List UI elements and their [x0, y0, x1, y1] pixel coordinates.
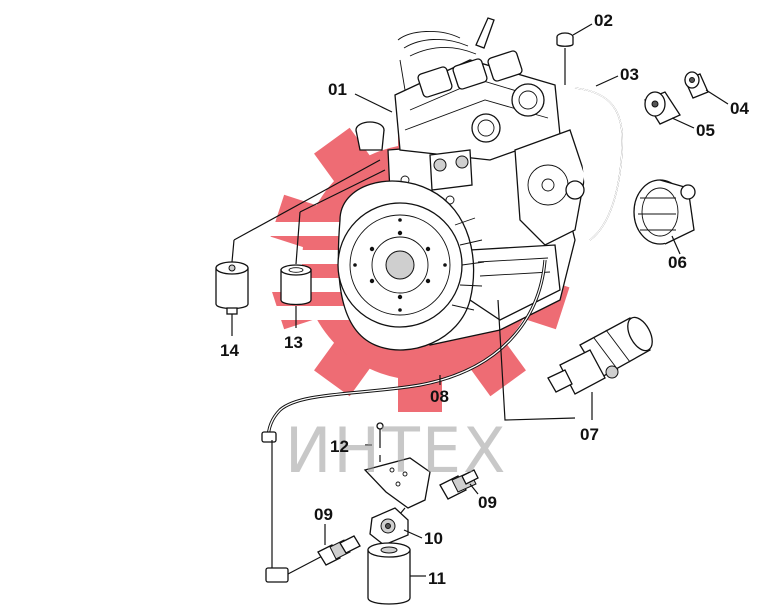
- part-03-hose: [574, 75, 624, 241]
- callout-11: 11: [428, 569, 446, 588]
- callout-09-right: 09: [478, 493, 497, 512]
- engine-block: [355, 17, 586, 346]
- part-13-filter-cartridge: [280, 169, 386, 328]
- callout-08: 08: [430, 387, 449, 406]
- callout-12: 12: [330, 437, 349, 456]
- watermark-text: ИНТЕХ: [285, 414, 508, 487]
- part-06-alternator: [633, 179, 696, 255]
- part-09-fitting-left: [317, 524, 361, 566]
- part-10-filter-head: [369, 507, 423, 546]
- callout-01: 01: [328, 80, 347, 99]
- callout-09-left: 09: [314, 505, 333, 524]
- callout-07: 07: [580, 425, 599, 444]
- part-12-bolt: [365, 422, 384, 462]
- part-07-starter: [547, 316, 653, 420]
- part-05-cylinder: [644, 91, 695, 129]
- callout-02: 02: [594, 11, 613, 30]
- callout-05: 05: [696, 121, 715, 140]
- part-11-filter-canister: [367, 542, 426, 605]
- callout-03: 03: [620, 65, 639, 84]
- callout-10: 10: [424, 529, 443, 548]
- callout-14: 14: [220, 341, 239, 360]
- callout-13: 13: [284, 333, 303, 352]
- part-09-fitting-right: [439, 469, 479, 500]
- callout-04: 04: [730, 99, 749, 118]
- callout-labels: 01 02 03 04 05 06 07 08 09 09 10 11 12 1…: [220, 11, 749, 588]
- part-02-cap: [556, 23, 593, 85]
- bracket: [363, 457, 431, 521]
- part-14-oil-filter: [215, 159, 381, 336]
- part-04-bushing: [684, 71, 729, 105]
- part-08-pipe: [261, 259, 547, 583]
- callout-06: 06: [668, 253, 687, 272]
- flywheel-housing: [337, 180, 485, 351]
